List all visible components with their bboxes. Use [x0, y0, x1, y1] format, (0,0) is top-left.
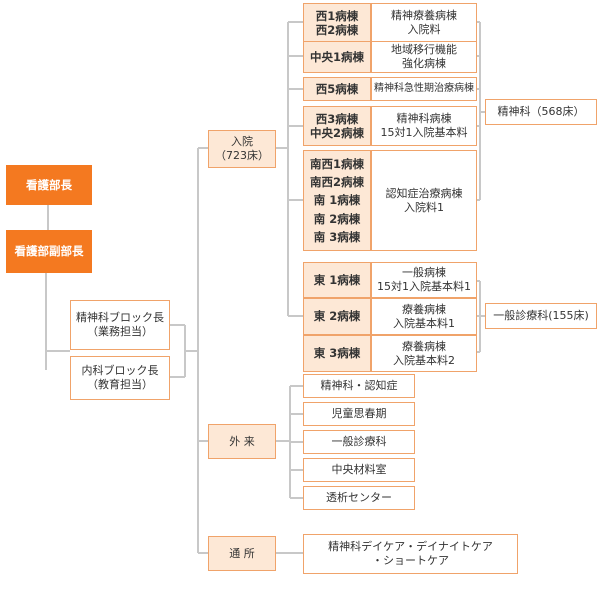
outpatient-dept-box: 一般診療科 — [303, 430, 415, 454]
nursing-director-box: 看護部長 — [6, 165, 92, 205]
ward-group-east-2: 東 2病棟 — [303, 298, 371, 335]
ward-type-box: 精神療養病棟 入院料 — [371, 3, 477, 43]
ward-group-west3-central2: 西3病棟 中央2病棟 — [303, 106, 371, 146]
ward-group-east-1: 東 1病棟 — [303, 262, 371, 298]
ward-type-box: 認知症治療病棟 入院料1 — [371, 150, 477, 251]
ward-name: 南 3病棟 — [313, 230, 361, 245]
ward-name: 東 2病棟 — [313, 309, 361, 324]
ward-name: 南 1病棟 — [313, 193, 361, 208]
inpatient-section-box: 入院 （723床） — [208, 130, 276, 168]
ward-type-box: 精神科急性期治療病棟 — [371, 77, 477, 101]
ward-name: 西5病棟 — [315, 81, 359, 96]
outpatient-dept-box: 中央材料室 — [303, 458, 415, 482]
ward-name: 南 2病棟 — [313, 211, 361, 226]
daycare-detail-box: 精神科デイケア・デイナイトケア ・ショートケア — [303, 534, 518, 574]
ward-name: 西2病棟 — [315, 23, 359, 37]
outpatient-dept-box: 精神科・認知症 — [303, 374, 415, 398]
ward-name: 西3病棟 — [315, 111, 359, 126]
psychiatry-block-chief-box: 精神科ブロック長 （業務担当） — [70, 300, 170, 350]
ward-name: 南西1病棟 — [309, 156, 364, 171]
ward-name: 東 3病棟 — [313, 346, 361, 361]
ward-name: 中央1病棟 — [309, 49, 364, 64]
ward-group-east-3: 東 3病棟 — [303, 335, 371, 372]
outpatient-section-box: 外 来 — [208, 424, 276, 459]
general-category-box: 一般診療科(155床) — [485, 303, 597, 329]
ward-name: 南西2病棟 — [309, 174, 364, 189]
ward-type-box: 療養病棟 入院基本料1 — [371, 298, 477, 335]
ward-type-box: 療養病棟 入院基本料2 — [371, 335, 477, 372]
outpatient-dept-box: 児童思春期 — [303, 402, 415, 426]
deputy-director-box: 看護部副部長 — [6, 230, 92, 273]
ward-type-box: 一般病棟 15対1入院基本料1 — [371, 262, 477, 298]
ward-name: 西1病棟 — [315, 8, 359, 23]
ward-group-west-1-2: 西1病棟 西2病棟 — [303, 3, 371, 43]
ward-name: 東 1病棟 — [313, 272, 361, 287]
ward-type-box: 地域移行機能 強化病棟 — [371, 41, 477, 73]
ward-group-central-1: 中央1病棟 — [303, 41, 371, 73]
outpatient-dept-box: 透析センター — [303, 486, 415, 510]
ward-group-south: 南西1病棟 南西2病棟 南 1病棟 南 2病棟 南 3病棟 — [303, 150, 371, 251]
ward-name: 中央2病棟 — [309, 126, 364, 140]
internal-medicine-block-chief-box: 内科ブロック長 （教育担当） — [70, 356, 170, 400]
ward-type-box: 精神科病棟 15対1入院基本料 — [371, 106, 477, 146]
ward-group-west-5: 西5病棟 — [303, 77, 371, 101]
psychiatry-category-box: 精神科（568床） — [485, 99, 597, 125]
daycare-section-box: 通 所 — [208, 536, 276, 571]
